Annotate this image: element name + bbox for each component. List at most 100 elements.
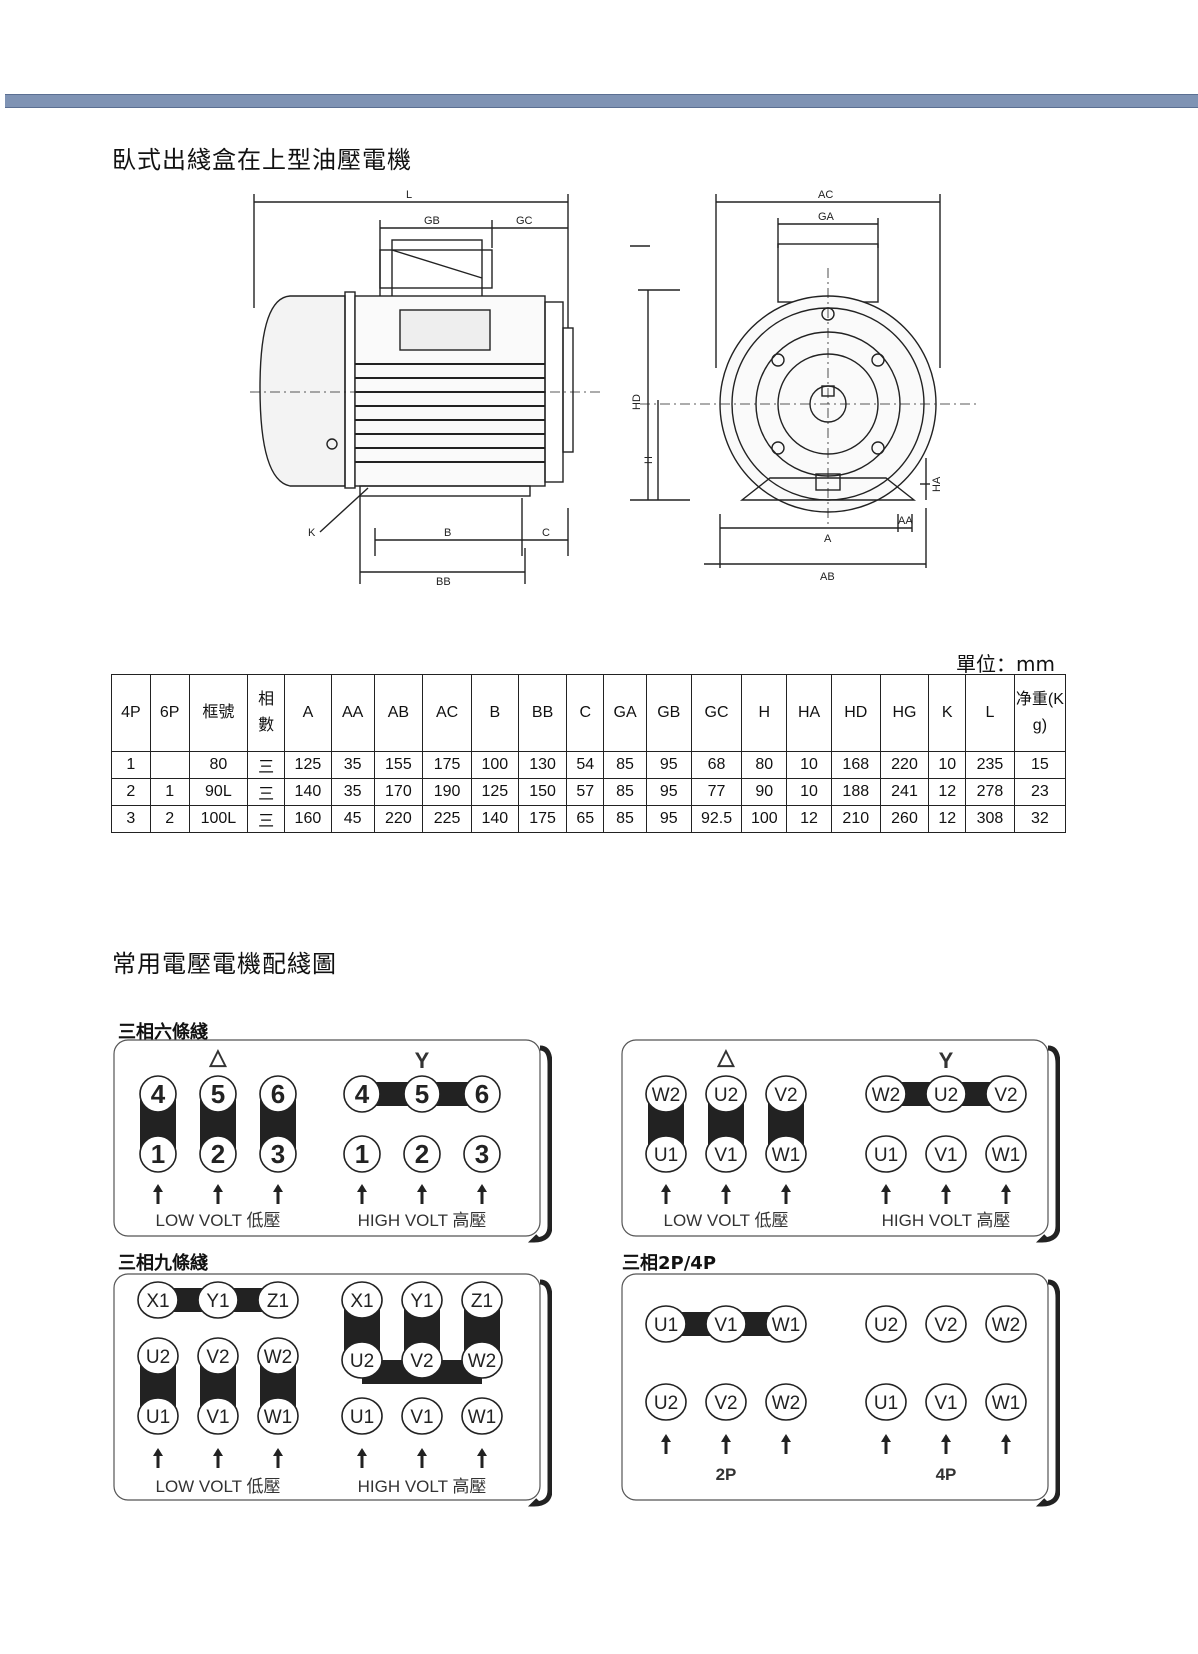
table-cell: 77 [690,778,743,806]
terminal: V1 [705,1135,747,1173]
panel-shadow [527,1279,552,1507]
low-volt-label: LOW VOLT 低壓 [663,1211,788,1230]
terminal: U2 [137,1337,179,1375]
arrow-up-icon [941,1184,951,1204]
label-nine-wire: 三相九條綫 [118,1253,208,1274]
header-vertical-text: 相數 [258,691,275,734]
header-cell: 净重(Kg) [1013,674,1067,752]
terminal: U1 [341,1397,383,1435]
header-cell: HG [879,674,930,752]
table-cell: 130 [517,751,568,779]
terminal: U1 [865,1135,907,1173]
table-cell: 100L [188,805,249,833]
table-cell: 2 [149,805,190,833]
terminal: 6 [259,1075,297,1113]
terminal-label: U1 [874,1145,898,1166]
table-cell: 12 [928,805,967,833]
arrow-up-icon [941,1434,951,1454]
arrow-up-icon [417,1184,427,1204]
terminal: U2 [705,1075,747,1113]
arrow-up-icon [881,1184,891,1204]
terminal: V2 [985,1075,1027,1113]
terminal: V2 [925,1305,967,1343]
table-cell: 90L [188,778,249,806]
header-cell: GB [645,674,692,752]
table-cell: 68 [690,751,743,779]
terminal: W2 [985,1305,1027,1343]
table-cell: 12 [786,805,832,833]
dim-label-HA: HA [931,476,943,492]
terminal: U1 [645,1135,687,1173]
table-cell: 95 [645,751,692,779]
header-cell: GA [603,674,647,752]
table-cell: 85 [603,805,647,833]
terminal-label: V2 [714,1393,737,1414]
header-cell: BB [517,674,568,752]
terminal-label: X1 [146,1291,169,1312]
arrow-up-icon [781,1434,791,1454]
table-cell: 3 [111,805,151,833]
arrow-up-icon [357,1448,367,1468]
delta-symbol: △ [717,1044,736,1069]
table-cell: 23 [1013,778,1067,806]
arrow-up-icon [273,1448,283,1468]
terminal: V1 [705,1305,747,1343]
dim-label-AB: AB [820,571,835,583]
terminal: W1 [765,1305,807,1343]
terminal-label: W1 [468,1407,497,1428]
terminal-label: W2 [872,1085,901,1106]
terminal: V1 [401,1397,443,1435]
dim-label-GB: GB [424,215,440,227]
terminal-label: U2 [654,1393,678,1414]
table-cell: 220 [879,751,930,779]
terminal-label: V1 [410,1407,433,1428]
dim-label-H: H [643,456,655,464]
table-cell: 260 [879,805,930,833]
terminal: W2 [645,1075,687,1113]
table-cell: 15 [1013,751,1067,779]
table-cell: 三 [247,751,286,779]
table-cell: 175 [517,805,568,833]
terminal-label: V1 [934,1145,957,1166]
terminal: 1 [343,1135,381,1173]
table-cell: 168 [830,751,881,779]
panel-frame [621,1273,1049,1501]
terminal-label: V2 [774,1085,797,1106]
terminal-label: 3 [475,1139,489,1169]
header-cell: AA [330,674,375,752]
arrow-up-icon [213,1448,223,1468]
terminal: W2 [865,1075,907,1113]
terminal-label: V2 [206,1347,229,1368]
high-volt-label: HIGH VOLT 高壓 [358,1477,487,1496]
terminal: 4 [343,1075,381,1113]
section-title-wiring: 常用電壓電機配綫圖 [112,950,337,978]
table-cell: 95 [645,778,692,806]
terminal-label: 6 [271,1079,285,1109]
terminal-label: V1 [934,1393,957,1414]
terminal: U2 [341,1341,383,1379]
label-2p4p: 三相2P/4P [622,1253,717,1274]
arrow-up-icon [477,1448,487,1468]
table-cell: 95 [645,805,692,833]
dim-label-C: C [542,527,550,539]
terminal-label: U1 [350,1407,374,1428]
table-cell: 160 [284,805,332,833]
terminal-label: W2 [468,1351,497,1372]
table-cell: 65 [566,805,605,833]
table-cell: 三 [247,805,286,833]
terminal: Z1 [461,1281,503,1319]
terminal: W2 [765,1383,807,1421]
dim-label-B: B [444,527,451,539]
arrow-up-icon [661,1434,671,1454]
table-cell: 80 [741,751,788,779]
terminal: Y1 [401,1281,443,1319]
arrow-up-icon [781,1184,791,1204]
terminal: W2 [461,1341,503,1379]
dim-label-HD: HD [631,394,643,410]
table-cell: 140 [284,778,332,806]
table-cell: 140 [470,805,519,833]
dim-label-AA: AA [898,515,913,527]
table-cell: 45 [330,805,375,833]
terminal: U2 [865,1305,907,1343]
panel-shadow [527,1045,552,1243]
